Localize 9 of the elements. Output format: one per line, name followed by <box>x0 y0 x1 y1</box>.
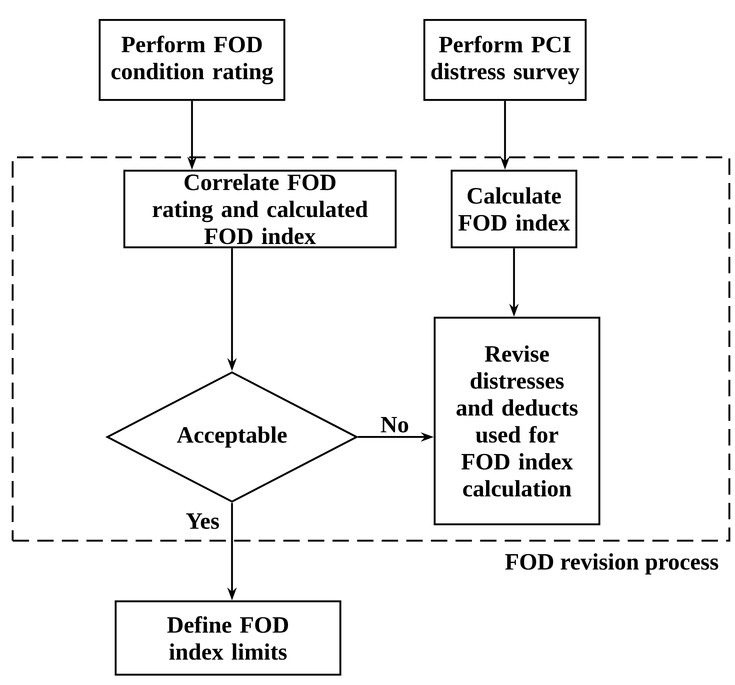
process-box: Revise distresses and deducts used for FOD index calculation <box>434 316 600 526</box>
process-box: Perform PCI distress survey <box>423 19 587 101</box>
group-label: FOD revision process <box>505 553 718 574</box>
process-box: Define FOD index limits <box>114 600 342 676</box>
process-box: Calculate FOD index <box>450 170 578 248</box>
edge-label: No <box>380 416 408 433</box>
process-box: Correlate FOD rating and calculated FOD index <box>123 170 397 248</box>
process-box: Perform FOD condition rating <box>98 19 286 101</box>
edge-label: Yes <box>186 513 219 529</box>
